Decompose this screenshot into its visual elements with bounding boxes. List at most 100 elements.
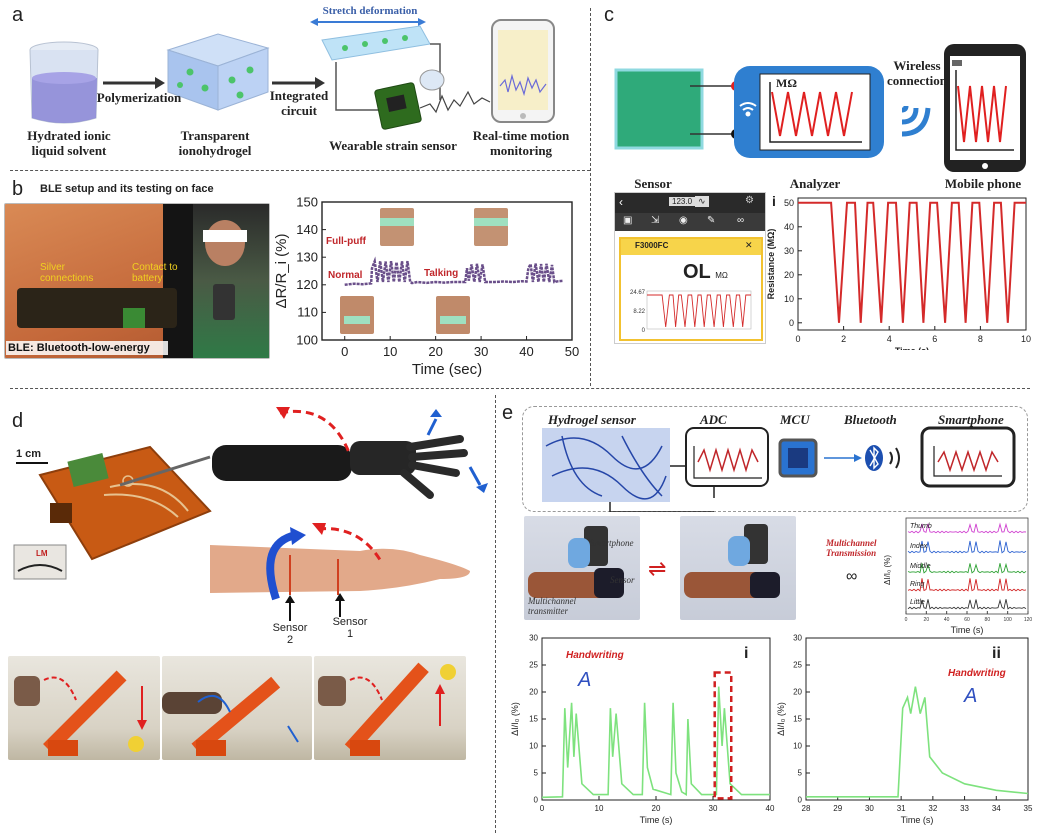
glove-photo-1 — [524, 516, 640, 620]
ol-text: OL — [683, 261, 711, 283]
face-thumbnail-full-puff-1 — [380, 208, 414, 246]
plot-frame — [321, 201, 573, 341]
channel-line — [907, 522, 1027, 534]
y-tick-label: 5 — [534, 769, 539, 778]
y-tick-label: 30 — [529, 634, 538, 643]
x-tick-label: 100 — [1003, 617, 1012, 623]
channel-line — [907, 562, 1027, 574]
close-icon[interactable]: ✕ — [745, 240, 753, 250]
panel-b-title: BLE setup and its testing on face — [40, 183, 214, 195]
divider-top-left — [10, 170, 590, 171]
x-tick-label: 50 — [565, 344, 579, 359]
panel-d-illustration — [13, 407, 488, 621]
y-tick-label: 100 — [296, 332, 318, 347]
edit-icon[interactable]: ✎ — [707, 215, 716, 226]
channel-label: Ring — [910, 581, 925, 588]
x-tick-label: 31 — [897, 804, 906, 813]
x-tick-label: 80 — [985, 617, 991, 623]
smartphone-icon — [920, 426, 1016, 488]
highlight-box — [713, 671, 733, 800]
label-sensor: Sensor — [634, 176, 672, 191]
label-contact-battery: Contact to battery — [132, 262, 178, 284]
y-tick-label: 40 — [784, 222, 794, 232]
wave-icon[interactable]: ∿ — [695, 196, 709, 207]
panel-letter-a: a — [12, 4, 24, 26]
flexible-circuit-icon — [38, 445, 212, 561]
y-tick-label: 25 — [793, 661, 802, 670]
y-axis-label: ΔI/I₀ (%) — [883, 555, 892, 585]
camera-icon[interactable]: ▣ — [623, 215, 633, 226]
label-multichannel-transmission: Multichannel Transmission — [826, 538, 877, 558]
handwriting-label: Handwriting — [566, 650, 624, 661]
x-tick-label: 34 — [992, 804, 1001, 813]
scale-bar: 1 cm — [16, 448, 48, 464]
chart-c-i: 024681001020304050Time (s)Resistance (MΩ… — [766, 193, 1031, 350]
x-tick-label: 0 — [905, 617, 908, 623]
y-tick-label: 110 — [297, 305, 318, 320]
x-tick-label: 30 — [709, 804, 718, 813]
plot-frame — [797, 197, 1027, 331]
y-tick-label: 50 — [784, 198, 794, 208]
adc-icon — [685, 427, 769, 487]
rotation-arrow-icon — [349, 676, 383, 701]
y-tick-label: 0 — [798, 796, 803, 805]
x-tick-label: 20 — [652, 804, 661, 813]
x-tick-label: 35 — [1024, 804, 1033, 813]
rotation-arrow-icon — [317, 527, 384, 564]
y-tick-label: 20 — [529, 688, 538, 697]
label-talking: Talking — [424, 268, 459, 279]
mini-chart: 24.678.220 — [630, 290, 752, 334]
noise-signal-icon — [419, 90, 491, 114]
exchange-arrows-icon: ⇌ — [648, 556, 667, 581]
label-analyzer-unit: MΩ — [776, 76, 797, 90]
label-sensor-2: Sensor 2 — [272, 622, 308, 646]
label-wireless-connection: Wireless connection — [887, 58, 947, 88]
record-icon[interactable]: ◉ — [679, 215, 688, 226]
robot-photo-arrows — [43, 676, 445, 743]
label-hydrated-solvent: Hydrated ionic liquid solvent — [27, 128, 111, 158]
label-analyzer: Analyzer — [789, 176, 841, 191]
label-photo-sensor: Sensor — [610, 575, 635, 585]
label-ble-caption: BLE: Bluetooth-low-energy — [6, 341, 168, 355]
photo-board — [123, 308, 145, 328]
scale-label: 1 cm — [16, 448, 42, 460]
app-topbar: ‹ 123.0 ∿ ⚙ — [615, 193, 765, 213]
channel-label: Middle — [910, 563, 931, 570]
twist-arrow-icon — [266, 531, 298, 601]
channels-frame — [905, 517, 1029, 615]
label-wearable-sensor: Wearable strain sensor — [329, 138, 457, 153]
label-sensor-1: Sensor 1 — [332, 616, 368, 640]
face-thumbnail-normal — [340, 296, 374, 334]
glove-photo-2 — [680, 516, 796, 620]
y-tick-label: 130 — [296, 250, 318, 265]
plot-frame — [805, 637, 1029, 801]
app-value: 123.0 — [669, 197, 696, 206]
panel-letter-c: c — [604, 4, 614, 26]
wireless-icon — [901, 105, 931, 137]
y-axis-label: ΔI/I₀ (%) — [776, 702, 786, 736]
x-tick-label: 40 — [519, 344, 533, 359]
robot-photo-2 — [162, 656, 312, 760]
y-tick-label: 0 — [534, 796, 539, 805]
back-icon[interactable]: ‹ — [619, 195, 623, 209]
label-hydrogel-sensor: Hydrogel sensor — [548, 412, 636, 427]
label-lm: LM — [36, 549, 48, 558]
mini-line — [647, 294, 751, 328]
x-tick-label: 6 — [932, 334, 937, 344]
arrow-icon — [103, 77, 165, 89]
channel-label: Thumb — [910, 523, 932, 530]
x-tick-label: 40 — [766, 804, 775, 813]
y-tick-label: 10 — [529, 742, 538, 751]
rotation-arrow-icon — [43, 676, 77, 701]
ble-setup-photo — [4, 203, 270, 359]
export-icon[interactable]: ⇲ — [651, 215, 660, 226]
x-tick-label: 32 — [928, 804, 937, 813]
x-tick-label: 28 — [802, 804, 811, 813]
link-icon[interactable]: ∞ — [737, 215, 745, 226]
settings-icon[interactable]: ⚙ — [745, 195, 754, 206]
photo-dark-panel — [163, 204, 193, 358]
y-tick-label: 150 — [296, 194, 318, 209]
x-tick-label: 120 — [1024, 617, 1032, 623]
label-silver-connections: Silver connections — [40, 262, 94, 284]
